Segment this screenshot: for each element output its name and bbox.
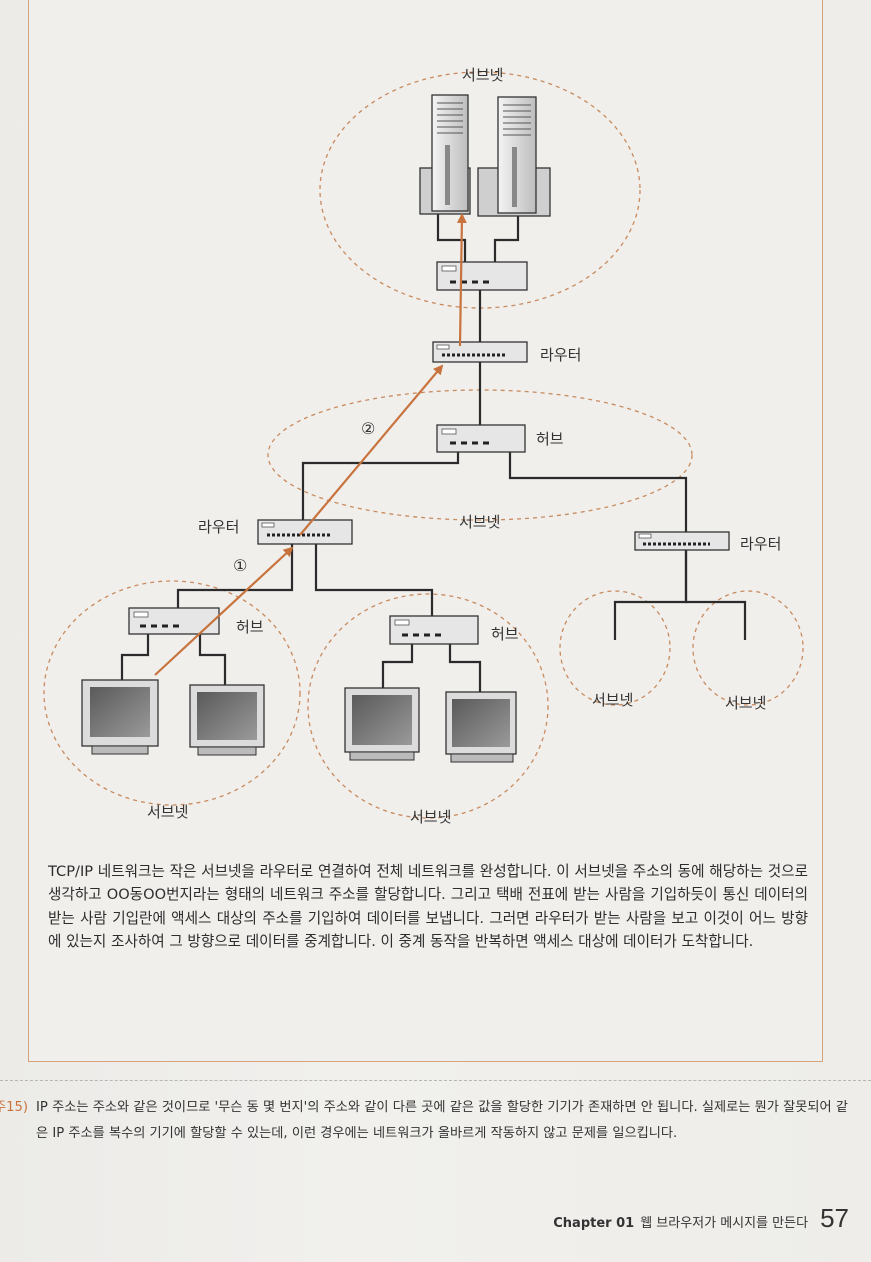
hub-icon bbox=[437, 262, 527, 290]
computer-icon bbox=[82, 680, 158, 754]
subnet-boundary-right2 bbox=[693, 591, 803, 705]
label-hub-center: 허브 bbox=[491, 625, 519, 643]
label-subnet-top: 서브넷 bbox=[462, 66, 503, 84]
label-step-2: ② bbox=[361, 419, 375, 438]
label-subnet-right1: 서브넷 bbox=[592, 691, 633, 709]
figure-caption-text: TCP/IP 네트워크는 작은 서브넷을 라우터로 연결하여 전체 네트워크를 … bbox=[48, 860, 808, 954]
label-router-upper: 라우터 bbox=[540, 346, 581, 364]
computer-icon bbox=[446, 692, 516, 762]
computer-icon bbox=[190, 685, 264, 755]
label-subnet-left: 서브넷 bbox=[147, 803, 188, 821]
label-hub-left: 허브 bbox=[236, 618, 264, 636]
hub-icon bbox=[437, 425, 525, 452]
path-arrow-2 bbox=[300, 366, 442, 535]
label-router-middle: 라우터 bbox=[198, 518, 239, 536]
router-icon bbox=[258, 520, 352, 544]
footnote-text: IP 주소는 주소와 같은 것이므로 '무슨 동 몇 번지'의 주소와 같이 다… bbox=[36, 1095, 848, 1147]
hub-icon bbox=[390, 616, 478, 644]
label-router-right: 라우터 bbox=[740, 535, 781, 553]
page-number: 57 bbox=[820, 1203, 849, 1234]
label-hub-middle: 허브 bbox=[536, 430, 564, 448]
computer-icon bbox=[345, 688, 419, 760]
footnote-separator bbox=[0, 1080, 871, 1081]
label-subnet-right2: 서브넷 bbox=[725, 694, 766, 712]
footer-chapter: Chapter 01 bbox=[553, 1216, 634, 1231]
page-footer: Chapter 01 웹 브라우저가 메시지를 만든다 57 bbox=[553, 1203, 849, 1234]
footnote-number: 주15) bbox=[0, 1095, 28, 1121]
network-diagram: 서브넷 라우터 허브 ② 라우터 서브넷 라우터 ① 허브 허브 서브넷 서브넷… bbox=[0, 0, 871, 840]
router-icon bbox=[635, 532, 729, 550]
label-subnet-middle: 서브넷 bbox=[459, 513, 500, 531]
router-icon bbox=[433, 342, 527, 362]
server-icon bbox=[420, 95, 470, 214]
label-subnet-center: 서브넷 bbox=[410, 808, 451, 826]
server-icon bbox=[478, 97, 550, 216]
path-arrow-3 bbox=[460, 215, 462, 346]
footer-title: 웹 브라우저가 메시지를 만든다 bbox=[640, 1212, 808, 1231]
label-step-1: ① bbox=[233, 556, 247, 575]
hub-icon bbox=[129, 608, 219, 634]
